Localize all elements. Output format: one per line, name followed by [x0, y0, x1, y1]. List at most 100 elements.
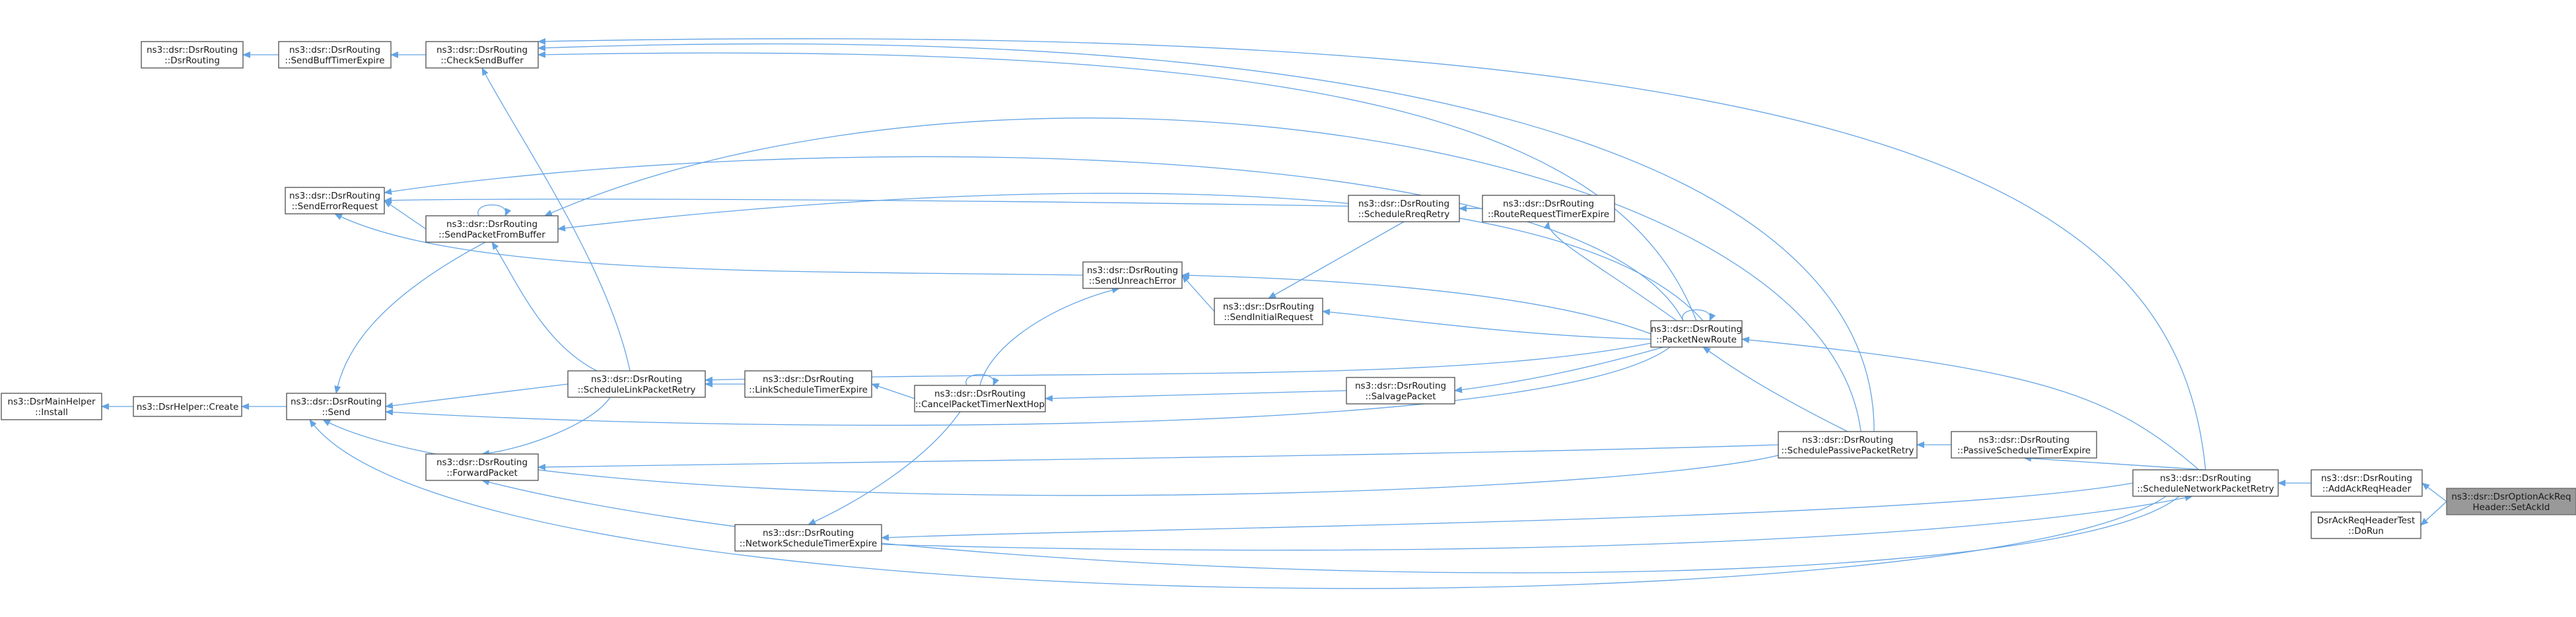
node-box	[1214, 298, 1323, 325]
graph-edge	[538, 444, 1779, 471]
graph-edge	[538, 38, 2206, 471]
graph-node-n2[interactable]: ns3::dsr::DsrRouting::SendBuffTimerExpir…	[278, 41, 392, 69]
node-box	[1082, 261, 1183, 289]
graph-node-n16[interactable]: ns3::dsr::DsrRouting::CancelPacketTimerN…	[914, 385, 1046, 412]
graph-node-n5[interactable]: ns3::dsr::DsrRouting::SendPacketFromBuff…	[425, 215, 559, 243]
graph-node-n17[interactable]: ns3::dsr::DsrRouting::SalvagePacket	[1346, 377, 1455, 405]
node-label-line: ::CancelPacketTimerNextHop	[915, 399, 1045, 410]
graph-edge	[384, 200, 427, 230]
graph-edge	[481, 67, 631, 372]
node-label-line: ns3::dsr::DsrRouting	[289, 191, 380, 201]
graph-node-n13[interactable]: ns3::dsr::DsrRouting::Send	[286, 393, 386, 420]
node-label-line: Header::SetAckId	[2473, 502, 2550, 513]
graph-edge	[334, 213, 1084, 276]
node-box	[1650, 320, 1743, 348]
node-label-line: ns3::dsr::DsrRouting	[2321, 473, 2412, 484]
graph-node-n15[interactable]: ns3::dsr::DsrRouting::LinkScheduleTimerE…	[744, 370, 872, 398]
graph-edge	[705, 342, 1652, 383]
graph-node-n4[interactable]: ns3::dsr::DsrRouting::SendErrorRequest	[285, 187, 385, 214]
graph-edge	[385, 346, 1671, 426]
node-label-line: ns3::dsr::DsrRouting	[1358, 199, 1449, 209]
graph-edge	[1702, 346, 1848, 432]
node-label-line: ns3::dsr::DsrRouting	[147, 45, 238, 55]
graph-node-n25[interactable]: ns3::dsr::DsrOptionAckReqHeader::SetAckI…	[2446, 488, 2576, 515]
graph-node-n20[interactable]: ns3::dsr::DsrRouting::ForwardPacket	[425, 453, 539, 481]
node-label-line: ns3::dsr::DsrRouting	[1355, 381, 1446, 391]
graph-edge	[881, 482, 2134, 541]
node-label-line: ::SendUnreachError	[1089, 276, 1177, 286]
node-box	[914, 385, 1046, 412]
node-label-line: ns3::dsr::DsrRouting	[436, 45, 528, 55]
node-label-line: ::SendBuffTimerExpire	[285, 55, 384, 66]
graph-edge	[538, 43, 1875, 432]
graph-edge	[477, 204, 512, 216]
graph-edge	[481, 397, 611, 457]
graph-edge	[334, 242, 486, 394]
node-label-line: ns3::dsr::DsrRouting	[289, 45, 380, 55]
graph-edge	[2023, 455, 2206, 471]
node-box	[285, 187, 385, 214]
node-box	[425, 215, 559, 243]
node-label-line: ns3::dsr::DsrRouting	[1978, 435, 2070, 445]
node-box	[734, 524, 882, 552]
graph-edge	[1682, 309, 1716, 321]
node-label-line: DsrAckReqHeaderTest	[2317, 515, 2416, 526]
graph-node-n3[interactable]: ns3::dsr::DsrRouting::CheckSendBuffer	[425, 41, 539, 69]
graph-edge	[1322, 308, 1652, 340]
graph-node-n24[interactable]: DsrAckReqHeaderTest::DoRun	[2311, 511, 2421, 539]
node-label-line: ns3::DsrHelper::Create	[137, 402, 239, 412]
node-label-line: ::Install	[35, 407, 68, 418]
graph-node-n7[interactable]: ns3::dsr::DsrRouting::RouteRequestTimerE…	[1482, 195, 1615, 222]
nodes: ns3::dsr::DsrRouting::DsrRoutingns3::dsr…	[1, 41, 2576, 552]
node-box	[2132, 469, 2279, 497]
node-box	[1778, 431, 1918, 459]
graph-node-n9[interactable]: ns3::dsr::DsrRouting::SendInitialRequest	[1214, 298, 1323, 325]
node-label-line: ::RouteRequestTimerExpire	[1488, 209, 1609, 220]
node-label-line: ::PassiveScheduleTimerExpire	[1957, 445, 2091, 456]
node-box	[2446, 488, 2576, 515]
node-label-line: ns3::dsr::DsrRouting	[1223, 302, 1314, 312]
graph-edge	[385, 383, 569, 409]
graph-edge	[881, 494, 2193, 551]
graph-node-n18[interactable]: ns3::dsr::DsrRouting::SchedulePassivePac…	[1778, 431, 1918, 459]
graph-node-n10[interactable]: ns3::dsr::DsrRouting::PacketNewRoute	[1650, 320, 1743, 348]
graph-edge	[491, 242, 598, 372]
graph-node-n21[interactable]: ns3::dsr::DsrRouting::NetworkScheduleTim…	[734, 524, 882, 552]
node-box	[744, 370, 872, 398]
node-label-line: ns3::dsr::DsrOptionAckReq	[2451, 492, 2571, 502]
graph-edge	[557, 193, 1704, 321]
node-label-line: ns3::dsr::DsrRouting	[763, 528, 854, 538]
graph-node-n14[interactable]: ns3::dsr::DsrRouting::ScheduleLinkPacket…	[567, 370, 706, 398]
graph-node-n1[interactable]: ns3::dsr::DsrRouting::DsrRouting	[141, 41, 244, 69]
node-label-line: ::LinkScheduleTimerExpire	[749, 385, 868, 395]
node-box	[1951, 431, 2097, 459]
node-box	[141, 41, 244, 69]
graph-node-n23[interactable]: ns3::dsr::DsrRouting::AddAckReqHeader	[2311, 469, 2423, 497]
graph-edge	[309, 419, 2167, 589]
node-box	[1482, 195, 1615, 222]
node-label-line: ::ScheduleLinkPacketRetry	[578, 385, 696, 395]
node-label-line: ns3::dsr::DsrRouting	[763, 374, 854, 385]
node-label-line: ::SalvagePacket	[1366, 391, 1436, 402]
graph-node-n6[interactable]: ns3::dsr::DsrRouting::ScheduleRreqRetry	[1348, 195, 1460, 222]
graph-node-n12[interactable]: ns3::DsrHelper::Create	[133, 396, 242, 417]
node-box	[425, 41, 539, 69]
node-label-line: ns3::dsr::DsrRouting	[591, 374, 682, 385]
node-label-line: ::SendErrorRequest	[292, 201, 378, 212]
graph-edge	[871, 383, 915, 399]
graph-edge	[979, 286, 1120, 386]
node-label-line: ns3::dsr::DsrRouting	[291, 397, 382, 407]
graph-node-n11[interactable]: ns3::DsrMainHelper::Install	[1, 393, 102, 420]
node-label-line: ns3::dsr::DsrRouting	[446, 219, 538, 230]
graph-node-n19[interactable]: ns3::dsr::DsrRouting::PassiveScheduleTim…	[1951, 431, 2097, 459]
graph-node-n8[interactable]: ns3::dsr::DsrRouting::SendUnreachError	[1082, 261, 1183, 289]
node-box	[133, 396, 242, 417]
node-box	[278, 41, 392, 69]
node-label-line: ns3::dsr::DsrRouting	[436, 457, 528, 468]
node-label-line: ns3::dsr::DsrRouting	[934, 389, 1026, 399]
node-label-line: ::AddAckReqHeader	[2322, 484, 2412, 494]
node-label-line: ::NetworkScheduleTimerExpire	[740, 538, 878, 549]
node-label-line: ns3::dsr::DsrRouting	[1087, 265, 1178, 276]
graph-node-n22[interactable]: ns3::dsr::DsrRouting::ScheduleNetworkPac…	[2132, 469, 2279, 497]
